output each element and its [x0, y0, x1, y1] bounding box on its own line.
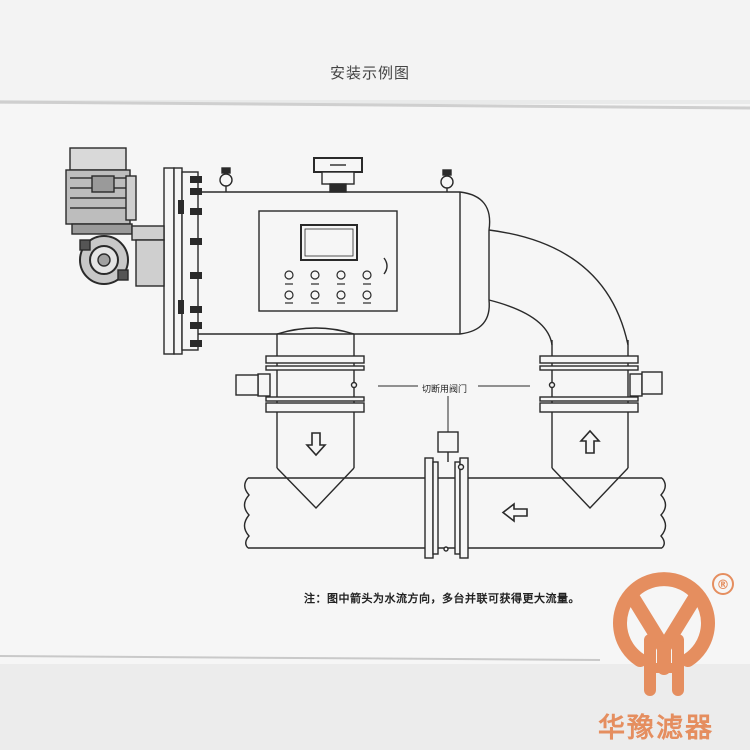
- down-arrow-icon: [305, 432, 327, 457]
- registered-trademark-icon: ®: [712, 573, 734, 595]
- inlet-leg: [539, 340, 663, 510]
- drive-motor: [65, 147, 165, 287]
- filter-housing: [198, 191, 491, 335]
- brand-name: 华豫滤器: [598, 713, 714, 744]
- svg-text:®: ®: [717, 578, 730, 593]
- cutoff-valve: [424, 431, 469, 559]
- pressure-gauge-box: [313, 157, 363, 193]
- paper-top-strip: [0, 0, 750, 100]
- valve-leader-lines: [378, 385, 530, 432]
- page-title: 安装示例图: [329, 64, 410, 82]
- main-pipe: [243, 477, 667, 549]
- housing-flange: [163, 167, 202, 355]
- outlet-leg: [235, 327, 365, 510]
- inlet-elbow-pipe: [488, 229, 629, 346]
- left-arrow-icon: [501, 502, 528, 523]
- top-vent-valves: [219, 167, 454, 192]
- control-panel: [258, 210, 398, 312]
- paper-fold-line: [0, 100, 750, 110]
- paper-bottom-edge: [0, 655, 601, 661]
- valve-label: 切断用阀门: [422, 385, 468, 395]
- up-arrow-icon: [579, 429, 601, 454]
- brand-logo: [613, 572, 715, 696]
- flow-note: 注：图中箭头为水流方向，多台并联可获得更大流量。: [304, 592, 580, 605]
- paper-bottom-shadow: [0, 664, 750, 750]
